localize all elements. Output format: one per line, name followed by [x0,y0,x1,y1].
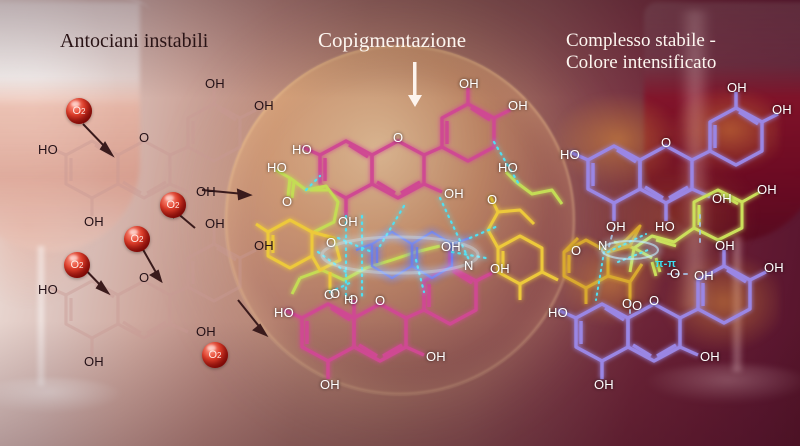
chem-label-oh: OH [196,184,216,199]
chem-label-ho: HO [38,282,58,297]
chem-label-o: O [487,192,498,207]
molecule-caffeic-acid-center-right [504,170,564,205]
chem-label-oh: OH [594,377,614,392]
molecule-gold-cofactor-right-panel [562,224,644,304]
chem-label-oh: OH [320,377,340,392]
chem-label-oh: OH [205,76,225,91]
stable-complex-amber-glow [548,86,780,386]
panel-title-left: Antociani instabili [60,30,209,52]
chem-label-o: O [649,293,660,308]
chem-label-n: N [464,258,474,273]
chem-label-o: O [375,293,386,308]
molecule-caffeic-acid-center-left [275,168,340,234]
molecule-gold-cofactor-right [486,195,559,300]
copigmentation-glow-sphere [225,45,575,395]
molecule-anthocyanin-right-lower [557,250,767,379]
chem-label-oh: OH [338,214,358,229]
chem-label-o: O [661,135,672,150]
panel-title-center: Copigmentazione [318,28,467,52]
chem-label-ho: HO [548,305,568,320]
chem-label-h: H [344,292,354,307]
molecule-gold-cofactor-left [255,218,342,290]
chem-label-oh: OH [84,214,104,229]
molecule-anthocyanin-center-lower [283,251,493,379]
chem-label-ho: HO [292,142,312,157]
molecule-anthocyanin-left-bottom [47,228,257,356]
molecule-anthocyanin-right-upper [569,92,779,221]
chem-label-o: O [139,130,150,145]
chem-label-ho: HO [560,147,580,162]
chem-label-oh: OH [764,260,784,275]
chem-label-o: O [670,266,681,281]
wine-glass-left-base [0,378,124,414]
chem-label-oh: OH [606,219,626,234]
chem-label-oh: OH [84,354,104,369]
chem-label-oh: OH [757,182,777,197]
chem-label-oh: OH [205,216,225,231]
chem-label-o: O [139,270,150,285]
chem-label-oh: OH [712,191,732,206]
chem-label-oh: OH [715,238,735,253]
chem-label-ho: HO [274,305,294,320]
pi-pi-stacking-label: π-π [655,258,677,270]
chem-label-n: N [598,238,608,253]
pi-stack-shimmer-center [320,235,480,275]
chem-label-o: O [632,298,643,313]
chem-label-oh: OH [727,80,747,95]
chem-label-ho: HO [498,160,518,175]
chem-label-oh: OH [694,268,714,283]
chem-label-oh: OH [254,98,274,113]
chem-label-o: O [330,286,341,301]
chem-label-oh: OH [508,98,528,113]
chem-label-oh: OH [459,76,479,91]
chem-label-oh: OH [254,238,274,253]
chem-label-oh: OH [441,239,461,254]
wine-glass-left-bowl [0,2,140,252]
chem-label-oh: OH [772,102,792,117]
chem-label-ho: HO [267,160,287,175]
chem-label-ho: HO [38,142,58,157]
pi-stack-bonds-right [595,233,649,301]
chem-label-o: O [348,292,359,307]
chem-label-oh: OH [196,324,216,339]
chem-label-oh: OH [700,349,720,364]
chem-label-o: O [282,194,293,209]
chem-label-ho: HO [655,219,675,234]
molecule-anthocyanin-left-top [47,88,257,216]
panel-title-right: Complesso stabile - Colore intensificato [566,30,717,74]
wine-glass-left-stem [36,246,46,386]
chem-label-oh: OH [444,186,464,201]
chem-label-oh: OH [426,349,446,364]
hydrogen-bonds-right [607,214,701,317]
process-arrow-down [408,62,422,107]
chem-label-o: O [622,296,633,311]
chem-label-o: O [393,130,404,145]
chem-label-o: O [326,235,337,250]
chem-label-oh: OH [490,261,510,276]
pi-stack-shimmer-right [601,240,659,260]
chem-label-o: O [571,243,582,258]
chem-label-o: O [324,287,335,302]
molecule-anthocyanin-center-upper [301,88,511,216]
